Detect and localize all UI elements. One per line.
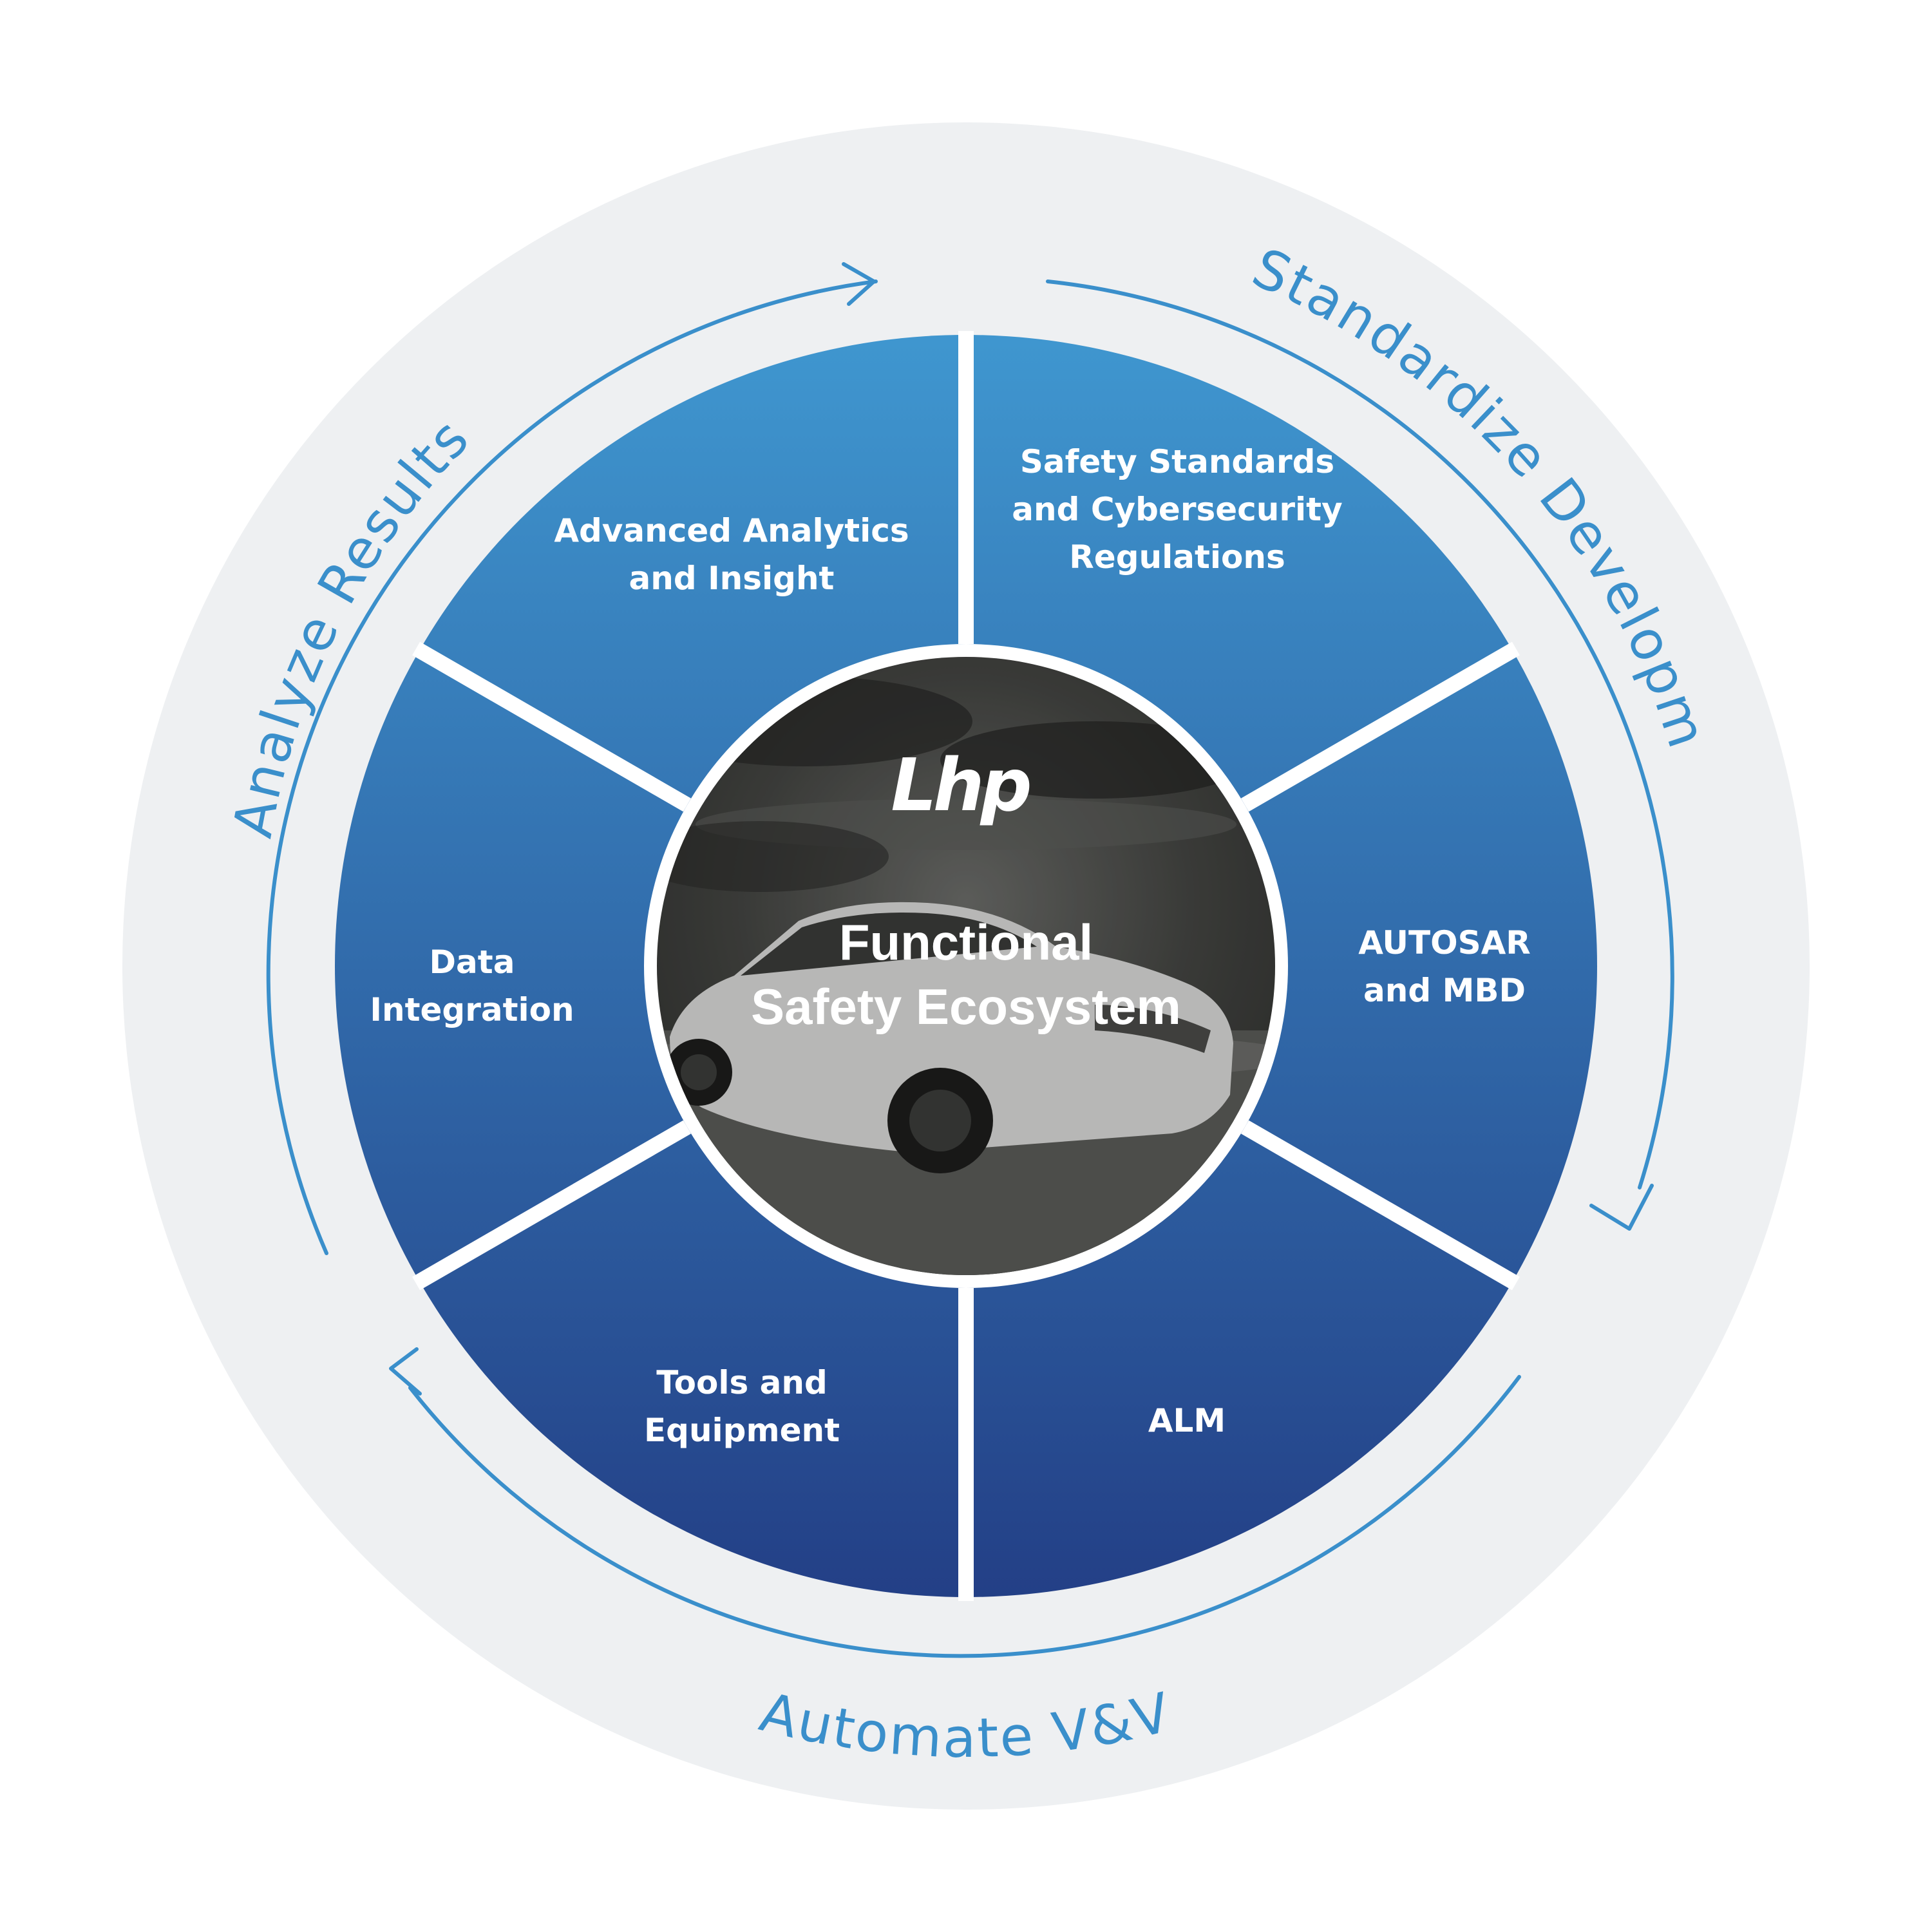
segment-divider bbox=[1241, 1120, 1520, 1291]
lhp-logo: Lhp bbox=[891, 744, 1029, 828]
segment-label-autosar: AUTOSAR bbox=[1358, 924, 1531, 961]
segment-label-data-integration: Integration bbox=[370, 991, 574, 1028]
center-title-line1: Functional bbox=[839, 914, 1093, 971]
center-title-line2: Safety Ecosystem bbox=[751, 978, 1181, 1035]
segment-label-analytics: Advanced Analytics bbox=[554, 512, 909, 549]
cycle-arrows bbox=[266, 262, 1674, 1658]
segment-label-safety-standards: and Cybersecurity bbox=[1012, 491, 1342, 528]
car-photo bbox=[657, 657, 1275, 1275]
segment-labels: Safety Standards and CybersecurityRegulat… bbox=[370, 443, 1530, 1449]
car-silhouette bbox=[665, 902, 1233, 1173]
segment-label-tools: Equipment bbox=[644, 1412, 840, 1449]
center-hub: Lhp Functional Safety Ecosystem bbox=[644, 644, 1288, 1288]
segment-divider bbox=[412, 1120, 691, 1291]
segment-label-safety-standards: Regulations bbox=[1069, 538, 1285, 576]
arrow-analyze-icon bbox=[266, 262, 878, 1255]
segment-divider bbox=[1241, 641, 1520, 812]
segment-divider bbox=[412, 641, 691, 812]
segment-label-alm: ALM bbox=[1148, 1402, 1226, 1439]
segment-label-analytics: and Insight bbox=[629, 560, 835, 597]
arrow-automate-icon bbox=[389, 1347, 1521, 1658]
segment-label-autosar: and MBD bbox=[1363, 972, 1526, 1009]
segment-label-data-integration: Data bbox=[430, 943, 515, 981]
segment-label-safety-standards: Safety Standards bbox=[1020, 443, 1334, 480]
arrow-standardize-icon bbox=[1046, 279, 1674, 1231]
segment-label-tools: Tools and bbox=[656, 1364, 828, 1401]
divider-group bbox=[412, 331, 1520, 1601]
